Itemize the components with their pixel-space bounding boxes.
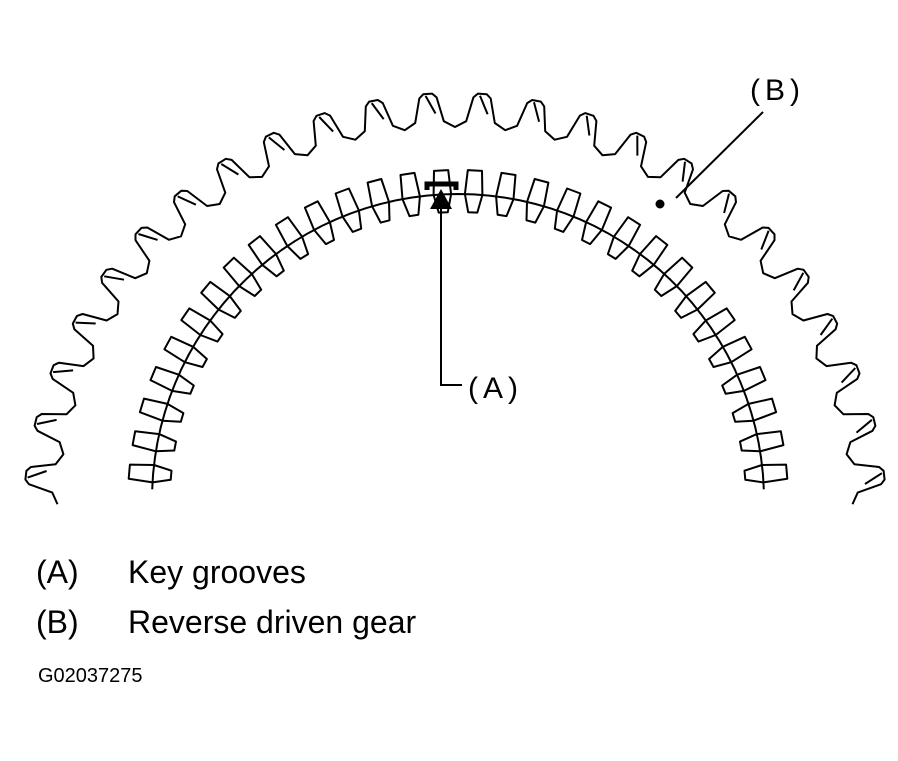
gear-tooth-edge	[479, 95, 489, 115]
callout-label-a: (A)	[468, 372, 523, 405]
callout-b-leader-line	[675, 111, 764, 199]
gear-tooth-edge	[792, 272, 805, 291]
gear-tooth-edge	[723, 193, 730, 214]
callout-label-b: (B)	[750, 74, 805, 107]
gear-tooth-edge	[819, 318, 834, 336]
ring-key-tooth	[463, 169, 484, 214]
ring-key-tooth	[138, 397, 185, 423]
ring-key-tooth	[581, 200, 613, 246]
gear-diagram	[24, 92, 886, 505]
gear-tooth-edge	[840, 367, 857, 384]
gear-tooth-edge	[53, 369, 74, 374]
gear-tooth-edge	[75, 321, 96, 325]
gear-tooth-edge	[533, 102, 541, 122]
ring-key-tooth	[743, 463, 789, 484]
gear-tooth-edge	[760, 230, 770, 250]
gear-tooth-edge	[681, 161, 686, 182]
gear-tooth-edge	[855, 419, 873, 434]
legend-row-b: (B) Reverse driven gear	[36, 606, 416, 638]
ring-key-tooth	[366, 178, 391, 224]
reverse-driven-gear	[24, 92, 886, 505]
ring-key-tooth	[731, 397, 778, 423]
gear-tooth-edge	[36, 418, 57, 425]
ring-key-tooth	[674, 280, 716, 319]
ring-key-tooth	[149, 366, 195, 395]
gear-tooth-edge	[585, 115, 591, 136]
ring-key-tooth	[631, 235, 669, 278]
gear-tooth-edge	[177, 195, 197, 206]
gear-tooth-edge	[370, 102, 385, 120]
ring-key-tooth	[200, 280, 242, 319]
ring-key-tooth	[399, 171, 421, 218]
gear-tooth-edge	[424, 95, 437, 114]
ring-key-tooth	[525, 178, 550, 224]
arrowhead	[430, 189, 452, 209]
ring-key-tooth	[274, 216, 310, 260]
ring-key-tooth	[163, 335, 208, 368]
legend-text-a: Key grooves	[128, 554, 306, 590]
inner-ring-arc	[151, 193, 765, 490]
legend-row-a: (A) Key grooves	[36, 556, 306, 588]
ring-key-tooth	[708, 335, 753, 368]
legend-key-b: (B)	[36, 604, 79, 640]
ring-key-tooth	[222, 256, 263, 297]
ring-key-tooth	[721, 366, 767, 395]
ring-key-tooth	[127, 463, 173, 484]
legend-text-b: Reverse driven gear	[128, 604, 417, 640]
gear-tooth-edge	[318, 116, 334, 133]
outer-gear-outline	[24, 92, 886, 505]
legend-key-a: (A)	[36, 554, 79, 590]
ring-key-tooth	[432, 169, 453, 214]
gear-tooth-edge	[27, 470, 47, 479]
ring-key-tooth	[247, 235, 285, 278]
ring-key-tooth	[692, 307, 736, 343]
ring-key-tooth	[131, 430, 177, 453]
ring-key-tooth	[495, 171, 517, 218]
ring-key-tooth	[553, 187, 582, 233]
callout-b-dot	[655, 199, 665, 209]
gear-tooth-edge	[268, 136, 286, 151]
gear-tooth-edge	[138, 233, 158, 241]
gear-tooth-edge	[104, 275, 125, 281]
ring-key-tooth	[334, 187, 363, 233]
gear-tooth-edge	[220, 163, 239, 176]
ring-key-tooth	[180, 307, 224, 343]
synchronizer-ring-with-key-grooves	[127, 169, 789, 490]
gear-tooth-edge	[864, 472, 883, 485]
callout-a-leader-line	[440, 206, 462, 386]
ring-key-tooth	[653, 256, 694, 297]
figure-id: G02037275	[38, 665, 143, 687]
ring-key-tooth	[739, 430, 785, 453]
ring-key-tooth	[606, 216, 642, 260]
ring-key-tooth	[303, 200, 335, 246]
key-groove-marker	[424, 181, 459, 190]
